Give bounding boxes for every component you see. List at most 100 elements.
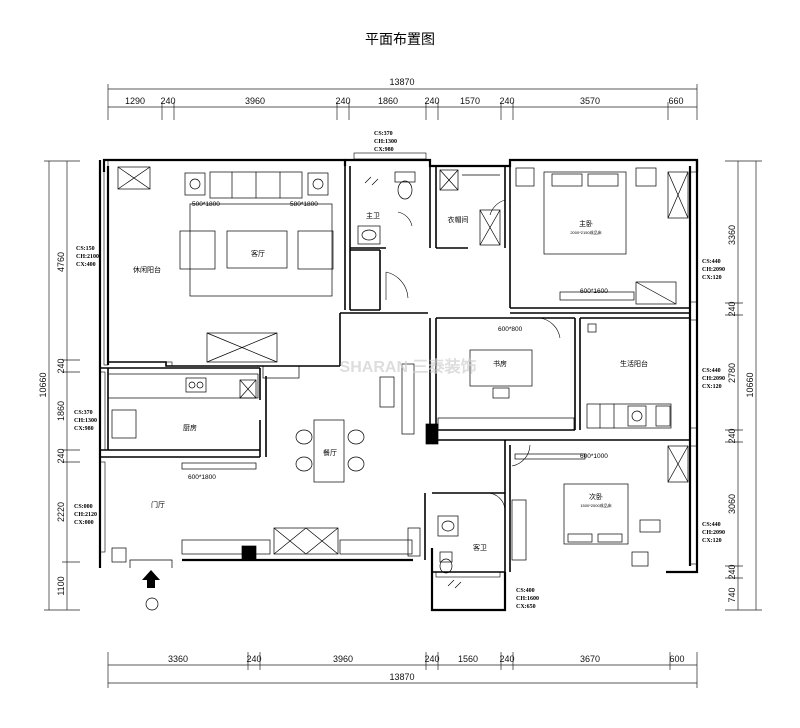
dim-right-3: 2780 xyxy=(727,363,737,383)
dim-total-top: 13870 xyxy=(389,77,414,87)
dim-total-bottom: 13870 xyxy=(389,672,414,682)
dim-right-6: 240 xyxy=(727,564,737,579)
room-living: 客厅 xyxy=(251,249,265,258)
top-dimensions xyxy=(107,84,698,120)
spec-foyer-ch: CH:2120 xyxy=(74,512,97,518)
foyer-spec: CS:000 CH:2120 CX:000 xyxy=(74,504,97,526)
dim-bottom-2: 240 xyxy=(246,654,261,664)
entrance-arrow-icon xyxy=(142,570,160,611)
room-foyer: 门厅 xyxy=(151,500,165,509)
spec-mbath-cx: CX:980 xyxy=(374,147,394,153)
guest-bath-fixtures xyxy=(437,515,462,589)
left-dimensions xyxy=(44,160,80,611)
dim-bottom-5: 1560 xyxy=(458,654,478,664)
dim-bottom-8: 600 xyxy=(669,654,684,664)
room-master-bedroom: 主卧 xyxy=(579,219,593,228)
dim-bottom-3: 3960 xyxy=(333,654,353,664)
room-kitchen: 厨房 xyxy=(183,423,197,432)
spec-kitchen-cs: CS:370 xyxy=(74,410,93,416)
spec-mbed-cs: CS:440 xyxy=(702,259,721,265)
spec-foyer-cs: CS:000 xyxy=(74,504,93,510)
dim-right-7: 740 xyxy=(727,587,737,602)
dim-top-8: 240 xyxy=(499,96,514,106)
dim-right-2: 240 xyxy=(727,301,737,316)
master-bath-fixtures xyxy=(357,171,416,245)
living-furniture xyxy=(117,166,334,363)
dim-right-5: 3060 xyxy=(727,494,737,514)
door-swings xyxy=(385,199,561,511)
spec-leisure-cx: CX:400 xyxy=(76,262,96,268)
room-study: 书房 xyxy=(493,359,507,368)
dim-left-total: 10660 xyxy=(38,372,48,397)
room-leisure-balcony: 休闲阳台 xyxy=(133,265,161,274)
bottom-dimensions xyxy=(107,652,698,688)
dim-top-2: 240 xyxy=(160,96,175,106)
dim-top-5: 1860 xyxy=(378,96,398,106)
dining-cabinet-size: 600*1800 xyxy=(188,474,216,481)
guest-bath-spec: CS:400 CH:1600 CX:650 xyxy=(516,588,539,610)
room-dining: 餐厅 xyxy=(323,448,337,457)
spec-kitchen-ch: CH:1300 xyxy=(74,418,97,424)
living-tv-label-right: 580*1800 xyxy=(290,201,318,208)
bottom-dim-labels: 3360 240 3960 240 1560 240 3670 600 xyxy=(168,654,685,664)
second-bedroom-furniture xyxy=(511,445,689,567)
dim-bottom-4: 240 xyxy=(424,654,439,664)
master-bath-spec: CS:370 CH:1300 CX:980 xyxy=(374,131,397,153)
spec-leisure-cs: CS:150 xyxy=(76,246,95,252)
spec-gbath-cs: CS:400 xyxy=(516,588,535,594)
room-cloakroom: 衣帽间 xyxy=(448,215,469,224)
dim-left-4: 240 xyxy=(56,448,66,463)
dim-top-1: 1290 xyxy=(125,96,145,106)
spec-sbed-cs: CS:440 xyxy=(702,522,721,528)
dim-right-1: 3360 xyxy=(727,225,737,245)
dim-right-4: 240 xyxy=(727,428,737,443)
dim-top-3: 3960 xyxy=(245,96,265,106)
dim-left-5: 2220 xyxy=(56,502,66,522)
dining-furniture xyxy=(181,419,365,483)
dim-bottom-6: 240 xyxy=(499,654,514,664)
dim-right-total: 10660 xyxy=(745,372,755,397)
second-tv-size: 600*1000 xyxy=(580,453,608,460)
spec-util-ch: CH:2090 xyxy=(702,376,725,382)
spec-foyer-cx: CX:000 xyxy=(74,520,94,526)
spec-sbed-cx: CX:120 xyxy=(702,538,722,544)
dim-bottom-7: 3670 xyxy=(580,654,600,664)
cloakroom-cabinets xyxy=(439,169,501,246)
windows xyxy=(99,152,698,578)
room-guest-bath: 客卫 xyxy=(473,543,487,552)
second-bedroom-spec: CS:440 CH:2090 CX:120 xyxy=(702,522,725,544)
room-master-bath: 主卫 xyxy=(366,211,380,220)
spec-mbath-ch: CH:1300 xyxy=(374,139,397,145)
dim-top-9: 3570 xyxy=(580,96,600,106)
second-bed-size: 1500*2000成品床 xyxy=(580,502,611,508)
dim-top-4: 240 xyxy=(335,96,350,106)
kitchen-spec: CS:370 CH:1300 CX:980 xyxy=(74,410,97,432)
right-dimensions xyxy=(725,160,762,611)
spec-mbath-cs: CS:370 xyxy=(374,131,393,137)
spec-util-cx: CX:120 xyxy=(702,384,722,390)
exterior-walls xyxy=(98,158,699,612)
dim-bottom-1: 3360 xyxy=(168,654,188,664)
watermark: SHARAN 三泰装饰 xyxy=(340,357,477,376)
master-bedroom-spec: CS:440 CH:2090 CX:120 xyxy=(702,259,725,281)
spec-mbed-cx: CX:120 xyxy=(702,275,722,281)
master-tv-size: 600*1600 xyxy=(580,288,608,295)
utility-balcony-fixtures xyxy=(586,323,672,429)
spec-kitchen-cx: CX:980 xyxy=(74,426,94,432)
room-utility-balcony: 生活阳台 xyxy=(620,359,648,368)
dim-top-6: 240 xyxy=(424,96,439,106)
leisure-balcony-spec: CS:150 CH:2100 CX:400 xyxy=(76,246,99,268)
dim-left-1: 4760 xyxy=(56,252,66,272)
foyer-fixtures xyxy=(111,527,421,568)
dim-top-7: 1570 xyxy=(460,96,480,106)
master-bedroom-furniture xyxy=(515,167,689,305)
spec-leisure-ch: CH:2100 xyxy=(76,254,99,260)
spec-sbed-ch: CH:2090 xyxy=(702,530,725,536)
dim-top-10: 660 xyxy=(668,96,683,106)
left-dim-labels: 4760 240 1860 240 2220 1100 xyxy=(56,252,66,596)
spec-mbed-ch: CH:2090 xyxy=(702,267,725,273)
spec-util-cs: CS:440 xyxy=(702,368,721,374)
dim-left-3: 1860 xyxy=(56,401,66,421)
page-title: 平面布置图 xyxy=(365,32,435,48)
